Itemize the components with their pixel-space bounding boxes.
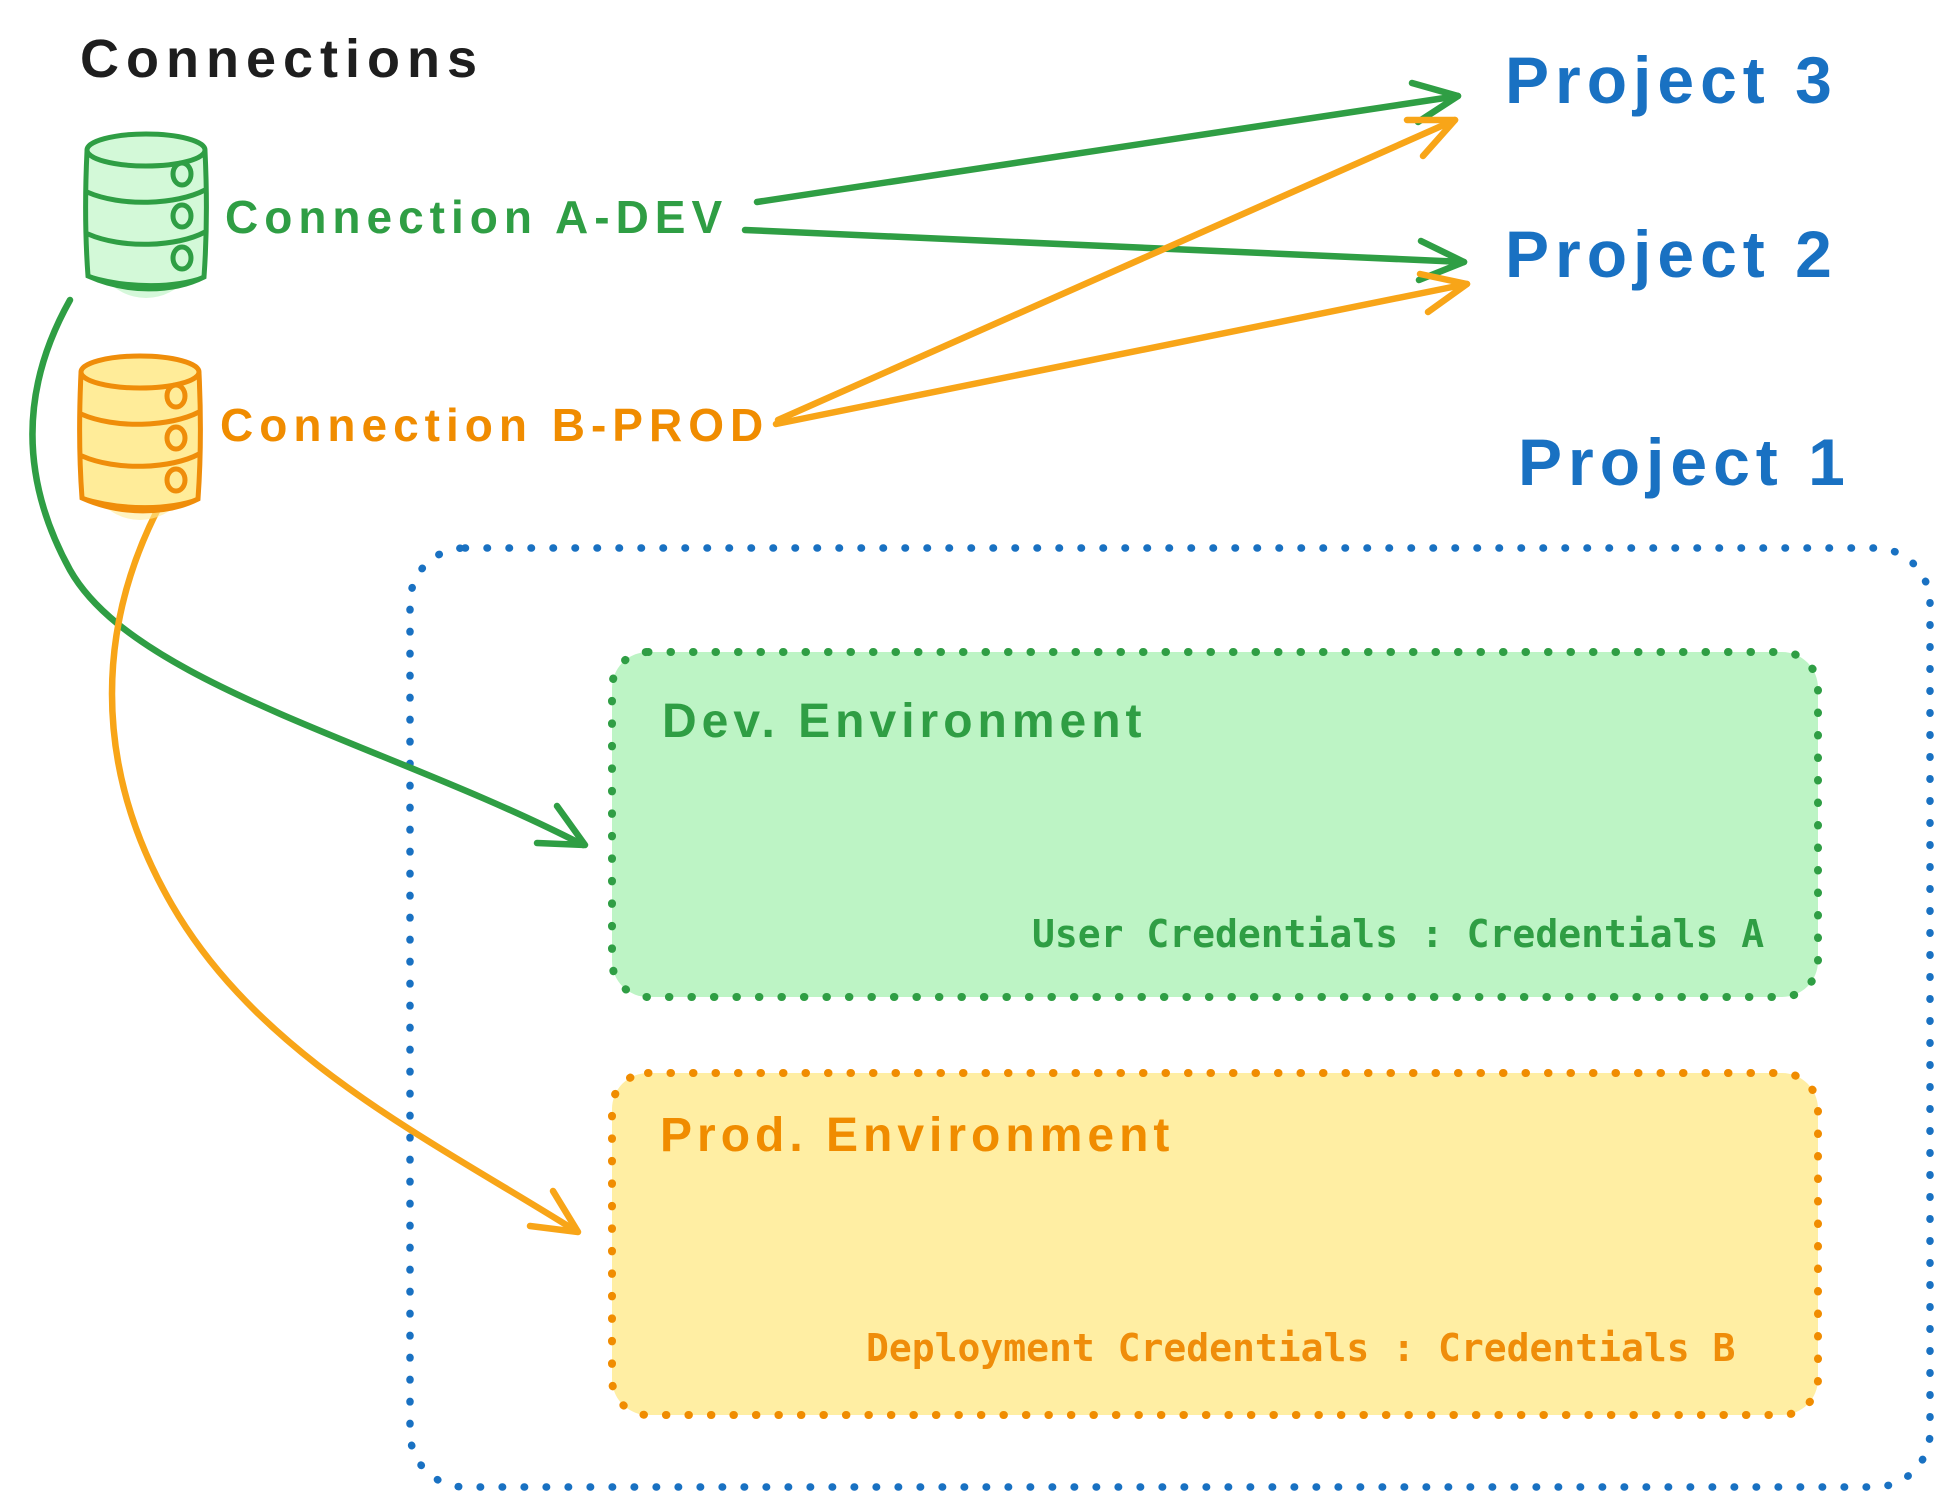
arrowhead-b-prod-project-2 xyxy=(1416,270,1471,316)
edge-b-prod-to-project-3 xyxy=(774,116,1459,424)
project-1-label: Project 1 xyxy=(1518,425,1851,499)
edge-a-dev-to-project-2 xyxy=(741,226,1468,266)
edge-b-prod-to-prod-environment xyxy=(108,501,580,1235)
prod-environment-title: Prod. Environment xyxy=(660,1109,1175,1162)
project-1-container-box xyxy=(406,544,1934,1491)
prod-environment-box xyxy=(608,1069,1822,1419)
project-3-label: Project 3 xyxy=(1505,43,1838,117)
arrowhead-b-prod-project-3 xyxy=(1403,116,1459,160)
connection-a-dev-label: Connection A-DEV xyxy=(225,191,729,243)
edge-a-dev-to-project-3 xyxy=(753,92,1462,206)
edge-a-dev-to-dev-environment xyxy=(29,296,587,849)
arrowhead-a-dev-project-3 xyxy=(1408,79,1462,126)
database-icon-b-prod xyxy=(77,353,203,520)
prod-environment-credentials: Deployment Credentials : Credentials B xyxy=(866,1326,1736,1370)
arrowhead-a-dev-dev-environment xyxy=(533,802,589,849)
arrowhead-b-prod-prod-environment xyxy=(526,1187,582,1236)
dev-environment-credentials: User Credentials : Credentials A xyxy=(1032,912,1765,956)
edge-b-prod-to-project-2 xyxy=(772,280,1471,428)
diagram-title: Connections xyxy=(80,29,485,89)
project-2-label: Project 2 xyxy=(1505,217,1838,291)
connection-b-prod-label: Connection B-PROD xyxy=(220,399,770,451)
database-icon-a-dev xyxy=(83,131,209,298)
dev-environment-title: Dev. Environment xyxy=(662,695,1147,748)
dev-environment-box xyxy=(608,648,1822,1001)
